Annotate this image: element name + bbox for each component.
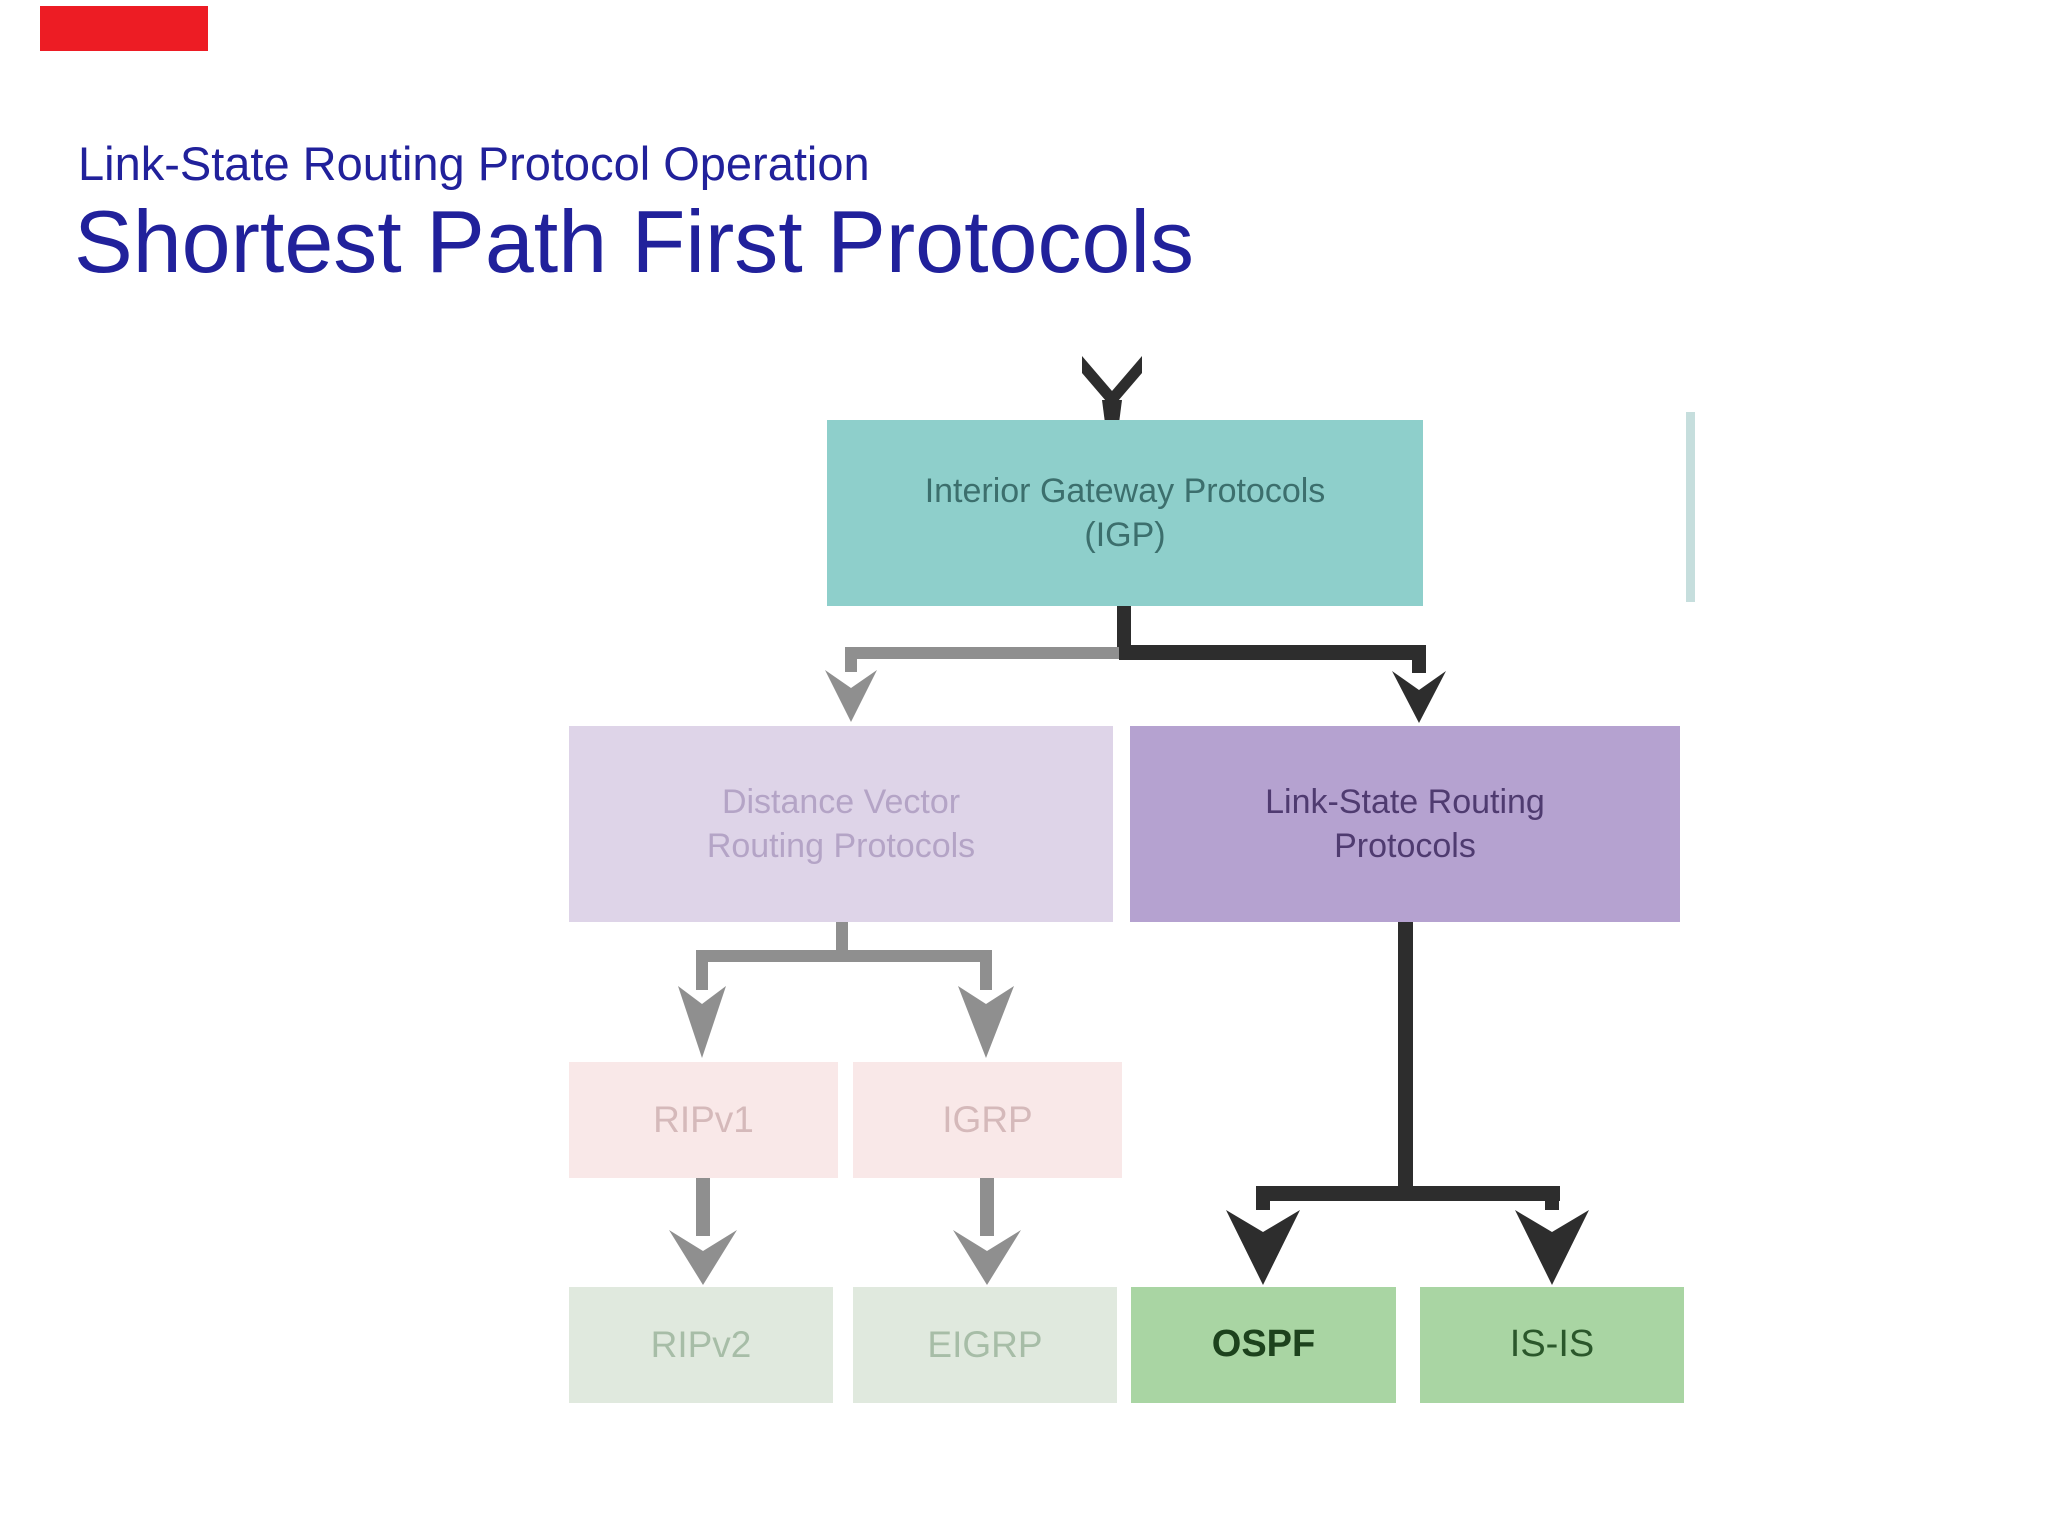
slide-kicker: Link-State Routing Protocol Operation <box>78 137 870 190</box>
j1-right-stub <box>1412 645 1426 673</box>
node-label: RIPv2 <box>650 1323 752 1365</box>
node-ripv2: RIPv2 <box>569 1287 833 1403</box>
node-label: Distance Vector <box>721 782 961 821</box>
igrp-to-eigrp-shaft <box>980 1178 994 1236</box>
arrow-to-distance-vector-icon <box>825 670 877 722</box>
node-label: Protocols <box>1334 827 1476 865</box>
arrow-to-isis-icon <box>1515 1210 1589 1285</box>
node-label: Routing Protocols <box>706 827 976 865</box>
node-eigrp: EIGRP <box>853 1287 1117 1403</box>
j1-bar-gray <box>845 647 1119 659</box>
node-label: RIPv1 <box>653 1098 754 1140</box>
arrow-to-link-state-icon <box>1392 671 1446 723</box>
j2-bar <box>696 950 992 962</box>
node-distance-vector: Distance Vector Routing Protocols <box>569 726 1113 922</box>
node-label: IS-IS <box>1509 1323 1595 1366</box>
ripv1-to-ripv2-shaft <box>696 1178 710 1236</box>
node-ripv1: RIPv1 <box>569 1062 838 1178</box>
node-link-state-routing: Link-State Routing Protocols <box>1130 726 1680 922</box>
arrow-to-eigrp-icon <box>953 1230 1021 1285</box>
node-label: EIGRP <box>927 1323 1043 1365</box>
j3-right-stub <box>1545 1186 1559 1210</box>
node-label: OSPF <box>1211 1323 1316 1366</box>
node-igrp: IGRP <box>853 1062 1122 1178</box>
red-accent-bar <box>40 6 208 51</box>
node-label: (IGP) <box>1084 516 1166 554</box>
slide-title: Shortest Path First Protocols <box>74 192 1194 291</box>
j2-right-stub <box>980 950 992 990</box>
dv-bottom-stub <box>836 920 848 956</box>
j3-bar <box>1256 1186 1560 1201</box>
node-label: Link-State Routing <box>1265 782 1545 821</box>
igp-bottom-stub <box>1117 604 1131 648</box>
node-interior-gateway-protocols: Interior Gateway Protocols (IGP) <box>827 420 1423 606</box>
clipped-box-left-edge <box>1686 412 1695 602</box>
arrow-to-ospf-icon <box>1226 1210 1300 1285</box>
node-label: Interior Gateway Protocols <box>924 471 1326 510</box>
arrow-to-ripv2-icon <box>669 1230 737 1285</box>
j2-left-stub <box>696 950 708 990</box>
j3-left-stub <box>1256 1186 1270 1210</box>
node-isis: IS-IS <box>1420 1287 1684 1403</box>
ls-bottom-stub <box>1398 920 1413 1194</box>
j1-bar-black <box>1119 645 1426 660</box>
j1-left-stub <box>845 647 857 672</box>
arrow-to-igrp-icon <box>958 986 1014 1058</box>
arrow-to-ripv1-icon <box>678 986 726 1058</box>
node-label: IGRP <box>942 1098 1033 1140</box>
top-arrow-chevron-icon <box>1082 356 1142 408</box>
node-ospf: OSPF <box>1131 1287 1396 1403</box>
